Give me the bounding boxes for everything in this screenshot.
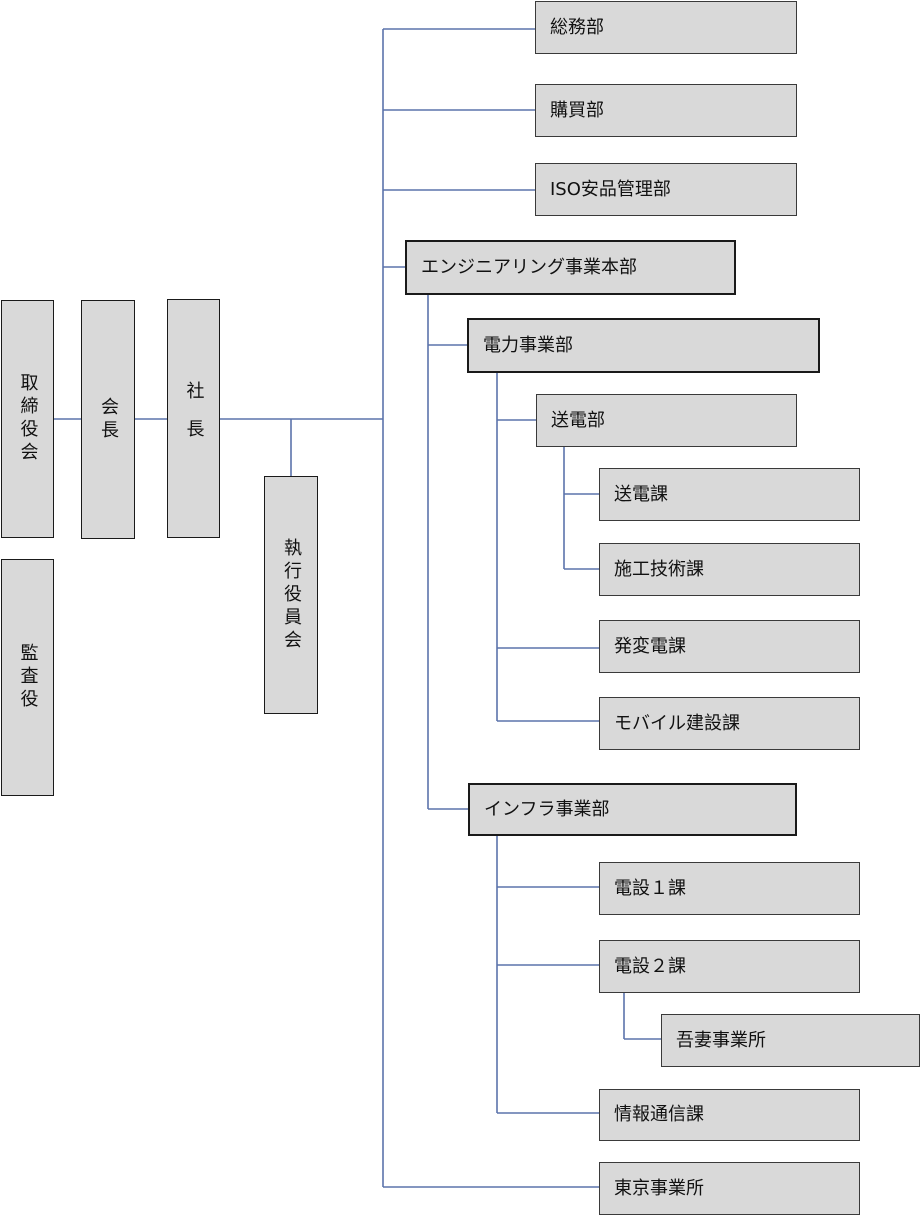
tokyo-office-label: 東京事業所	[614, 1177, 704, 1199]
transmission-dept-label: 送電部	[551, 409, 605, 431]
general-affairs-dept-box: 総務部	[535, 1, 797, 54]
agatsuma-office-label: 吾妻事業所	[676, 1029, 766, 1051]
general-affairs-dept-label: 総務部	[550, 16, 604, 38]
mobile-construction-section-label: モバイル建設課	[614, 712, 740, 734]
executive-committee-box: 執行役員会	[264, 476, 318, 714]
chairman-box: 会長	[81, 300, 135, 539]
engineering-hq-box: エンジニアリング事業本部	[405, 240, 736, 295]
purchasing-dept-label: 購買部	[550, 99, 604, 121]
iso-quality-dept-box: ISO安品管理部	[535, 163, 797, 216]
substation-section-box: 発変電課	[599, 620, 860, 673]
auditor-label: 監査役	[17, 643, 39, 712]
purchasing-dept-box: 購買部	[535, 84, 797, 137]
it-communications-section-label: 情報通信課	[614, 1104, 704, 1125]
power-division-box: 電力事業部	[467, 318, 820, 373]
electrical-1-section-label: 電設１課	[614, 877, 686, 899]
executive-committee-label: 執行役員会	[281, 537, 302, 653]
board-of-directors-box: 取締役会	[1, 300, 54, 538]
transmission-dept-box: 送電部	[536, 394, 797, 447]
tokyo-office-box: 東京事業所	[599, 1162, 860, 1215]
transmission-section-label: 送電課	[614, 483, 668, 505]
power-division-label: 電力事業部	[483, 334, 573, 356]
it-communications-section-box: 情報通信課	[599, 1089, 860, 1141]
infra-division-label: インフラ事業部	[484, 798, 610, 820]
electrical-2-section-label: 電設２課	[614, 955, 686, 977]
engineering-hq-label: エンジニアリング事業本部	[421, 256, 637, 278]
mobile-construction-section-box: モバイル建設課	[599, 697, 860, 750]
iso-quality-dept-label: ISO安品管理部	[550, 178, 671, 200]
electrical-2-section-box: 電設２課	[599, 940, 860, 993]
infra-division-box: インフラ事業部	[468, 783, 797, 836]
auditor-box: 監査役	[1, 559, 54, 796]
board-of-directors-label: 取締役会	[17, 373, 39, 465]
construction-tech-section-label: 施工技術課	[614, 558, 704, 580]
agatsuma-office-box: 吾妻事業所	[661, 1014, 920, 1067]
president-box: 社長	[167, 299, 220, 538]
chairman-label: 会長	[98, 396, 119, 443]
construction-tech-section-box: 施工技術課	[599, 543, 860, 596]
substation-section-label: 発変電課	[614, 635, 686, 657]
president-label: 社長	[183, 380, 205, 457]
electrical-1-section-box: 電設１課	[599, 862, 860, 915]
transmission-section-box: 送電課	[599, 468, 860, 521]
